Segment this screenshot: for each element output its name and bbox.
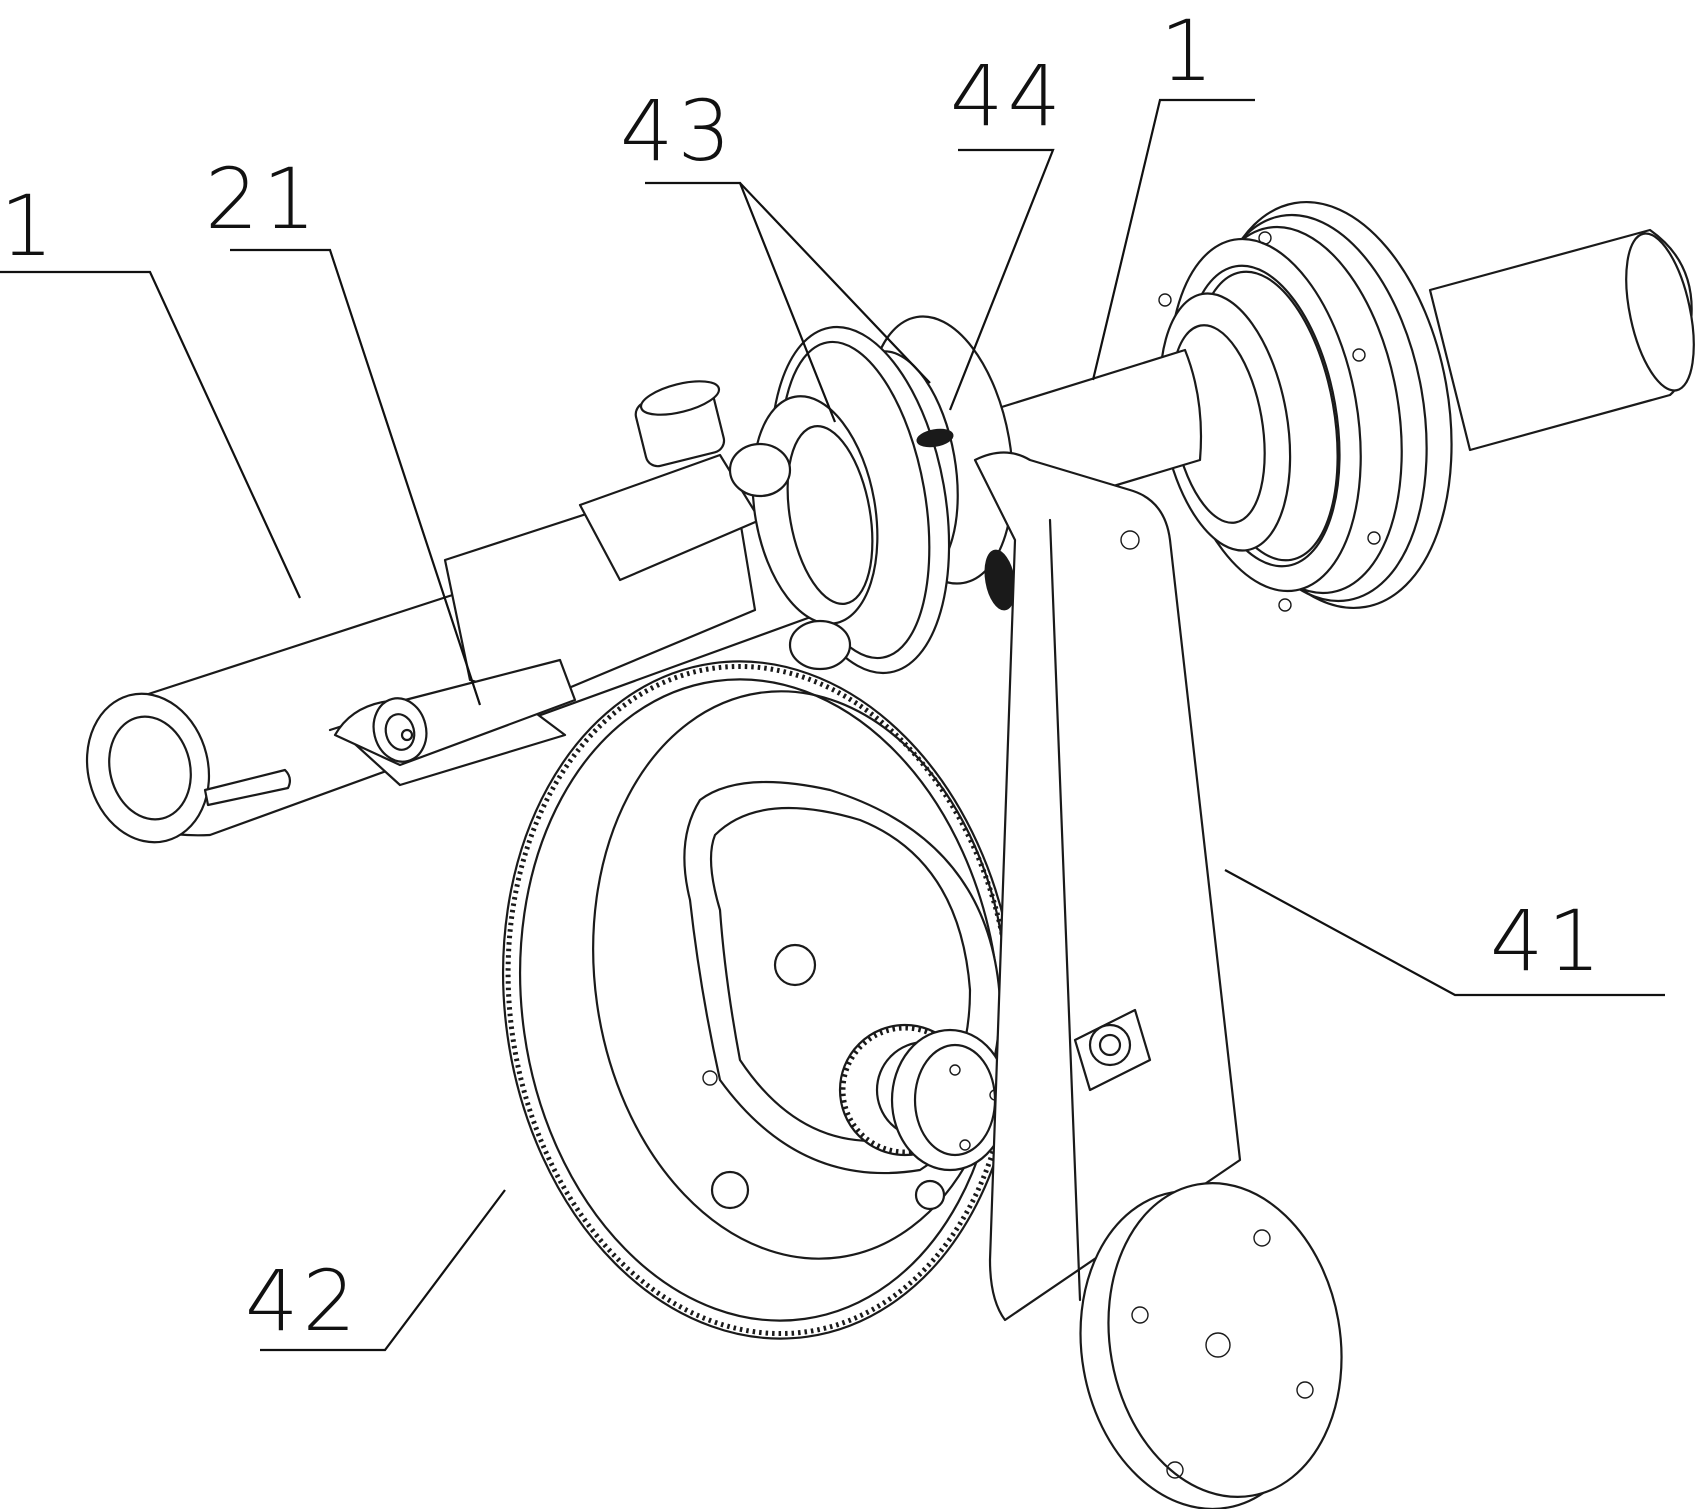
label-shaft-right: 1 [1160, 2, 1217, 100]
leader-1-left [0, 272, 300, 598]
right-shaft-end [1430, 228, 1702, 450]
label-shaft-left: 1 [0, 177, 57, 275]
label-part-42: 42 [245, 1252, 360, 1350]
label-part-43: 43 [620, 82, 735, 180]
label-part-21: 21 [205, 150, 320, 248]
leader-44 [950, 150, 1053, 410]
lever-arm-41 [975, 453, 1366, 1509]
label-part-41: 41 [1490, 892, 1605, 990]
label-part-44: 44 [950, 47, 1065, 145]
